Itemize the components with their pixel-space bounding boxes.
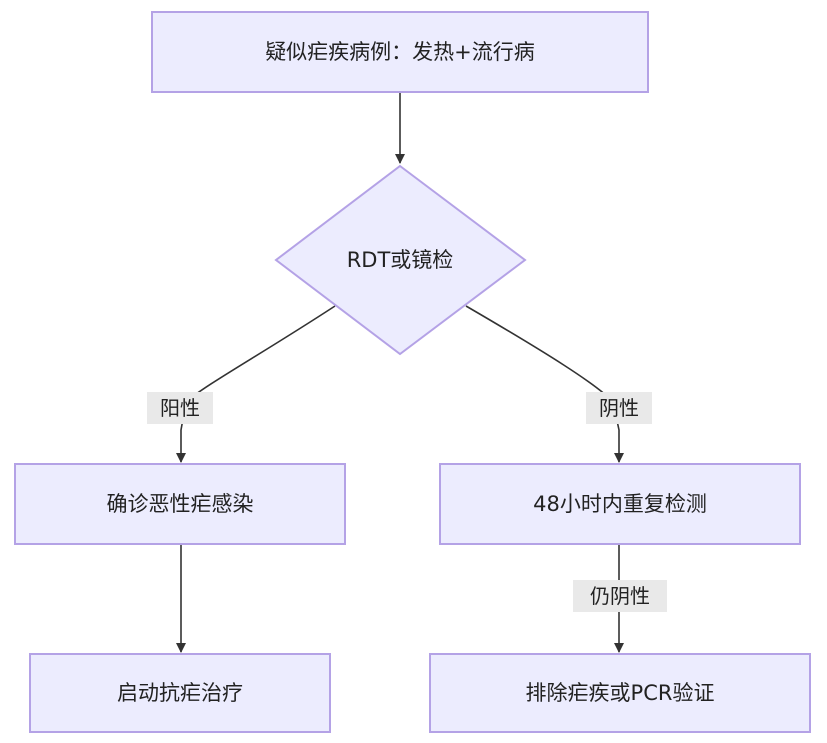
edge-label-still-negative: 仍阴性 bbox=[573, 580, 667, 612]
node-retest-text: 48小时内重复检测 bbox=[533, 492, 707, 516]
node-suspect-case-text: 疑似疟疾病例：发热+流行病 bbox=[265, 40, 535, 64]
node-retest: 48小时内重复检测 bbox=[439, 463, 801, 545]
node-test-decision-text: RDT或镜检 bbox=[347, 248, 454, 272]
node-exclude: 排除疟疾或PCR验证 bbox=[429, 653, 811, 733]
edge-test-to-confirm bbox=[176, 305, 336, 463]
edge-label-positive: 阳性 bbox=[147, 392, 213, 424]
node-treat: 启动抗疟治疗 bbox=[29, 653, 331, 733]
edge-label-negative-text: 阴性 bbox=[599, 396, 639, 420]
edge-label-positive-text: 阳性 bbox=[160, 396, 200, 420]
node-confirm: 确诊恶性疟感染 bbox=[14, 463, 346, 545]
edge-label-negative: 阴性 bbox=[586, 392, 652, 424]
node-confirm-text: 确诊恶性疟感染 bbox=[107, 492, 254, 516]
node-treat-text: 启动抗疟治疗 bbox=[117, 681, 243, 705]
node-exclude-text: 排除疟疾或PCR验证 bbox=[526, 681, 715, 705]
edge-test-to-retest bbox=[465, 305, 624, 463]
node-suspect-case: 疑似疟疾病例：发热+流行病 bbox=[151, 11, 649, 93]
edge-label-still-negative-text: 仍阴性 bbox=[590, 584, 650, 608]
node-test-decision: RDT或镜检 bbox=[274, 164, 527, 356]
